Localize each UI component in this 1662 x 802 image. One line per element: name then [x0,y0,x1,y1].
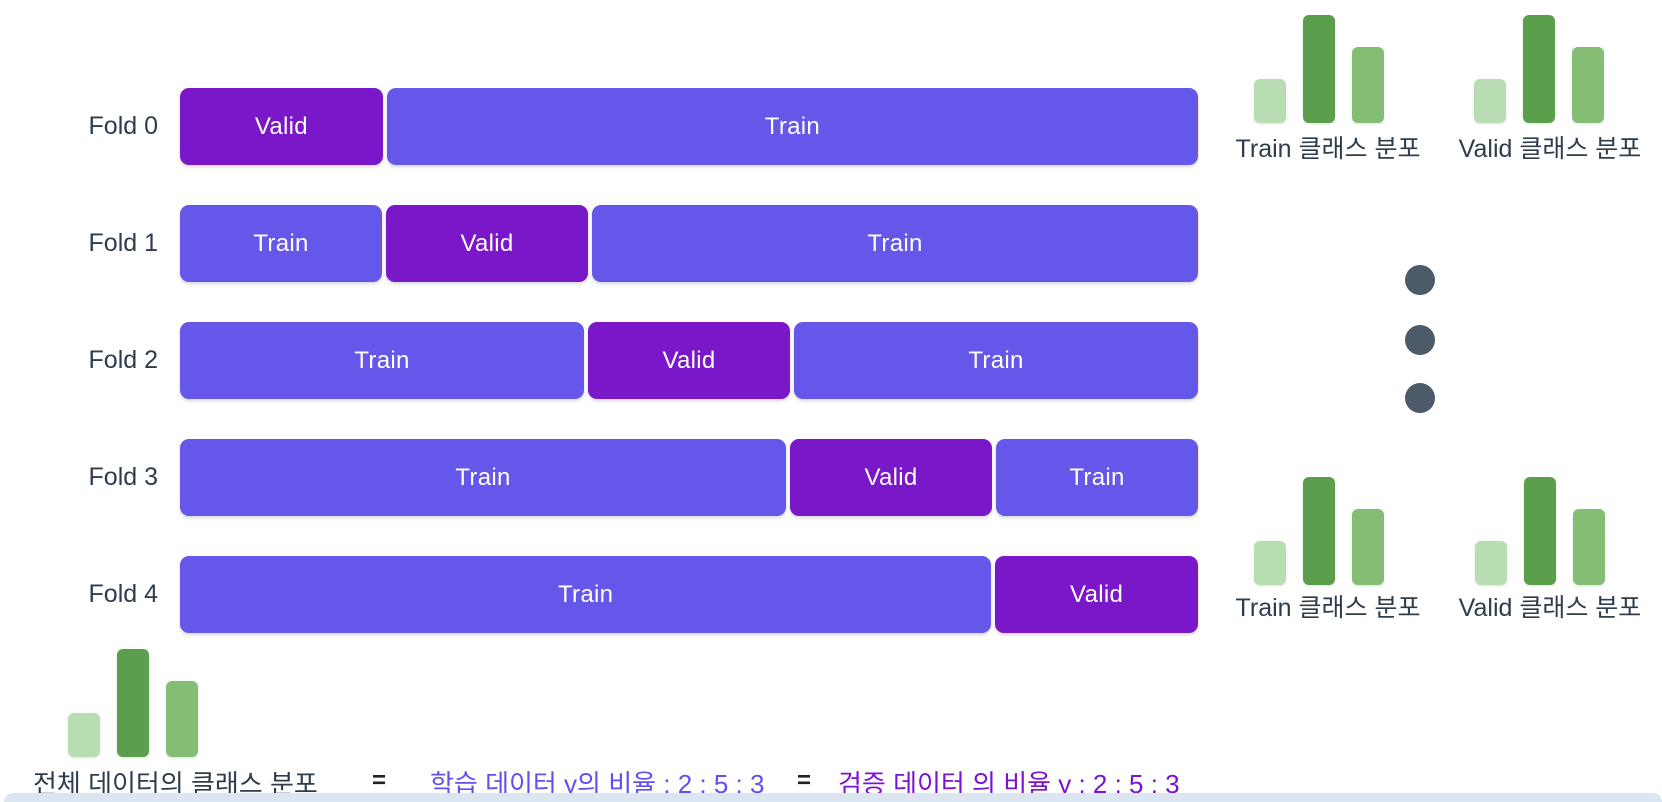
ellipsis-dot [1405,325,1435,355]
fold-label: Fold 2 [88,346,158,374]
class-dist-bar-0 [1254,79,1286,123]
train-segment: Train [592,205,1198,282]
fold-label: Fold 0 [88,112,158,140]
train-segment: Train [794,322,1198,399]
class-dist-bar-1 [1523,15,1555,123]
valid-segment: Valid [790,439,992,516]
fold-label: Fold 1 [88,229,158,257]
equals-sign: = [797,767,812,794]
valid-segment: Valid [180,88,383,165]
ellipsis-dot [1405,265,1435,295]
valid-distribution-chart-top [1474,15,1604,123]
train-segment: Train [386,88,1198,165]
train-segment: Train [180,439,786,516]
class-dist-bar-0 [1254,541,1286,585]
valid-distribution-label-bottom: Valid 클래스 분포 [1458,594,1642,622]
class-dist-bar-1 [1303,15,1335,123]
class-dist-bar-2 [1352,47,1384,123]
fold-label: Fold 3 [88,463,158,491]
train-distribution-label-top: Train 클래스 분포 [1235,135,1421,163]
class-dist-bar-2 [1573,509,1605,585]
class-dist-bar-0 [1474,79,1506,123]
class-dist-bar-1 [1524,477,1556,585]
valid-segment: Valid [995,556,1198,633]
train-segment: Train [180,556,992,633]
valid-segment: Valid [588,322,790,399]
class-dist-bar-1 [1303,477,1335,585]
class-dist-bar-0 [68,713,100,757]
valid-segment: Valid [386,205,588,282]
train-segment: Train [180,322,584,399]
class-dist-bar-2 [166,681,198,757]
train-distribution-chart-bottom [1254,477,1384,585]
train-distribution-label-bottom: Train 클래스 분포 [1235,594,1421,622]
class-dist-bar-1 [117,649,149,757]
fold-label: Fold 4 [88,580,158,608]
ellipsis-dot [1405,383,1435,413]
train-segment: Train [180,205,382,282]
train-distribution-chart-top [1254,15,1384,123]
valid-distribution-label-top: Valid 클래스 분포 [1458,135,1642,163]
equals-sign: = [372,767,387,794]
class-dist-bar-2 [1572,47,1604,123]
overall-distribution-chart [68,649,198,757]
valid-distribution-chart-bottom [1475,477,1605,585]
class-dist-bar-0 [1475,541,1507,585]
bottom-window-edge [4,793,1662,802]
train-segment: Train [996,439,1198,516]
class-dist-bar-2 [1352,509,1384,585]
